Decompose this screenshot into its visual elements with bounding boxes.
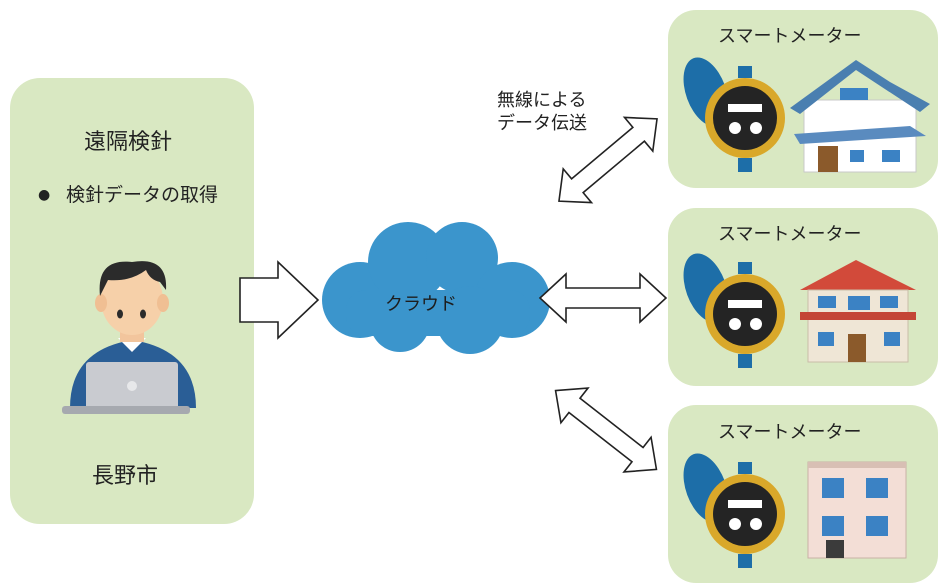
- city-label: 長野市: [92, 464, 159, 489]
- bullet-text: 検針データの取得: [66, 184, 219, 206]
- double-arrow-top-icon: [558, 116, 658, 204]
- upload-arrow-icon: [239, 260, 320, 340]
- bullet-dot-icon: ●: [38, 187, 51, 203]
- remote-reading-title: 遠隔検針: [84, 130, 173, 155]
- wireless-transmission-label: 無線による データ伝送: [497, 89, 587, 135]
- water-meter-icon: [683, 453, 785, 568]
- smart-meter-label: スマートメーター: [718, 224, 862, 245]
- person-with-laptop-icon: [62, 261, 196, 414]
- cloud-label: クラウド: [385, 294, 457, 315]
- wireless-line-1: 無線による: [497, 90, 587, 111]
- bullet-item: ● 検針データの取得: [38, 181, 226, 210]
- smart-meter-label: スマートメーター: [718, 26, 862, 47]
- double-arrow-bottom-icon: [554, 387, 658, 473]
- blue-roof-house-icon: [790, 60, 930, 173]
- red-roof-house-icon: [800, 260, 916, 363]
- water-meter-icon: [683, 57, 785, 172]
- double-arrow-middle-icon: [538, 272, 668, 324]
- wireless-line-2: データ伝送: [497, 113, 587, 134]
- water-meter-icon: [683, 253, 785, 368]
- smart-meter-label: スマートメーター: [718, 422, 862, 443]
- cloud-icon: [322, 222, 550, 354]
- flat-roof-apartment-icon: [807, 461, 907, 559]
